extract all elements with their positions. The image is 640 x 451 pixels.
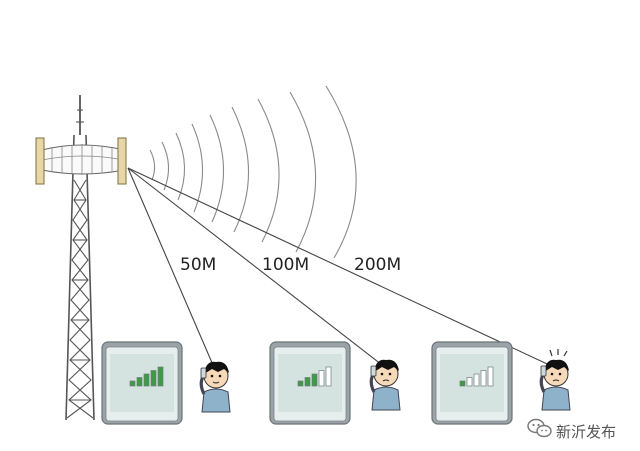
signal-lines bbox=[127, 167, 561, 373]
person-200m bbox=[539, 349, 571, 411]
watermark-text: 新沂发布 bbox=[556, 423, 616, 441]
signal-bar-100m-5 bbox=[325, 366, 332, 387]
phone-screen-100m bbox=[269, 341, 351, 425]
signal-bar-100m-1 bbox=[297, 380, 304, 387]
radio-waves bbox=[149, 85, 357, 259]
signal-bar-50m-3 bbox=[143, 373, 150, 387]
person-50m bbox=[199, 361, 231, 413]
phone-screen-50m bbox=[101, 341, 183, 425]
signal-line-100m bbox=[127, 167, 387, 369]
signal-bar-100m-2 bbox=[304, 377, 311, 387]
signal-bar-200m-5 bbox=[487, 366, 494, 387]
phone-screen-200m bbox=[431, 341, 513, 425]
signal-bar-200m-1 bbox=[459, 380, 466, 387]
signal-bar-200m-4 bbox=[480, 370, 487, 387]
antenna-tower bbox=[35, 95, 127, 421]
signal-bar-50m-4 bbox=[150, 370, 157, 387]
signal-bar-100m-4 bbox=[318, 370, 325, 387]
watermark: 新沂发布 bbox=[527, 418, 616, 441]
signal-bar-100m-3 bbox=[311, 373, 318, 387]
signal-line-200m bbox=[127, 167, 561, 371]
wechat-icon bbox=[527, 418, 552, 438]
distance-label-200m: 200M bbox=[354, 255, 401, 275]
distance-label-100m: 100M bbox=[262, 255, 309, 275]
signal-bar-50m-2 bbox=[136, 377, 143, 387]
signal-bar-200m-2 bbox=[466, 377, 473, 387]
signal-bar-50m-5 bbox=[157, 366, 164, 387]
distance-label-50m: 50M bbox=[180, 255, 216, 275]
signal-line-50m bbox=[127, 167, 217, 373]
signal-bar-200m-3 bbox=[473, 373, 480, 387]
signal-bar-50m-1 bbox=[129, 380, 136, 387]
person-100m bbox=[369, 359, 401, 411]
